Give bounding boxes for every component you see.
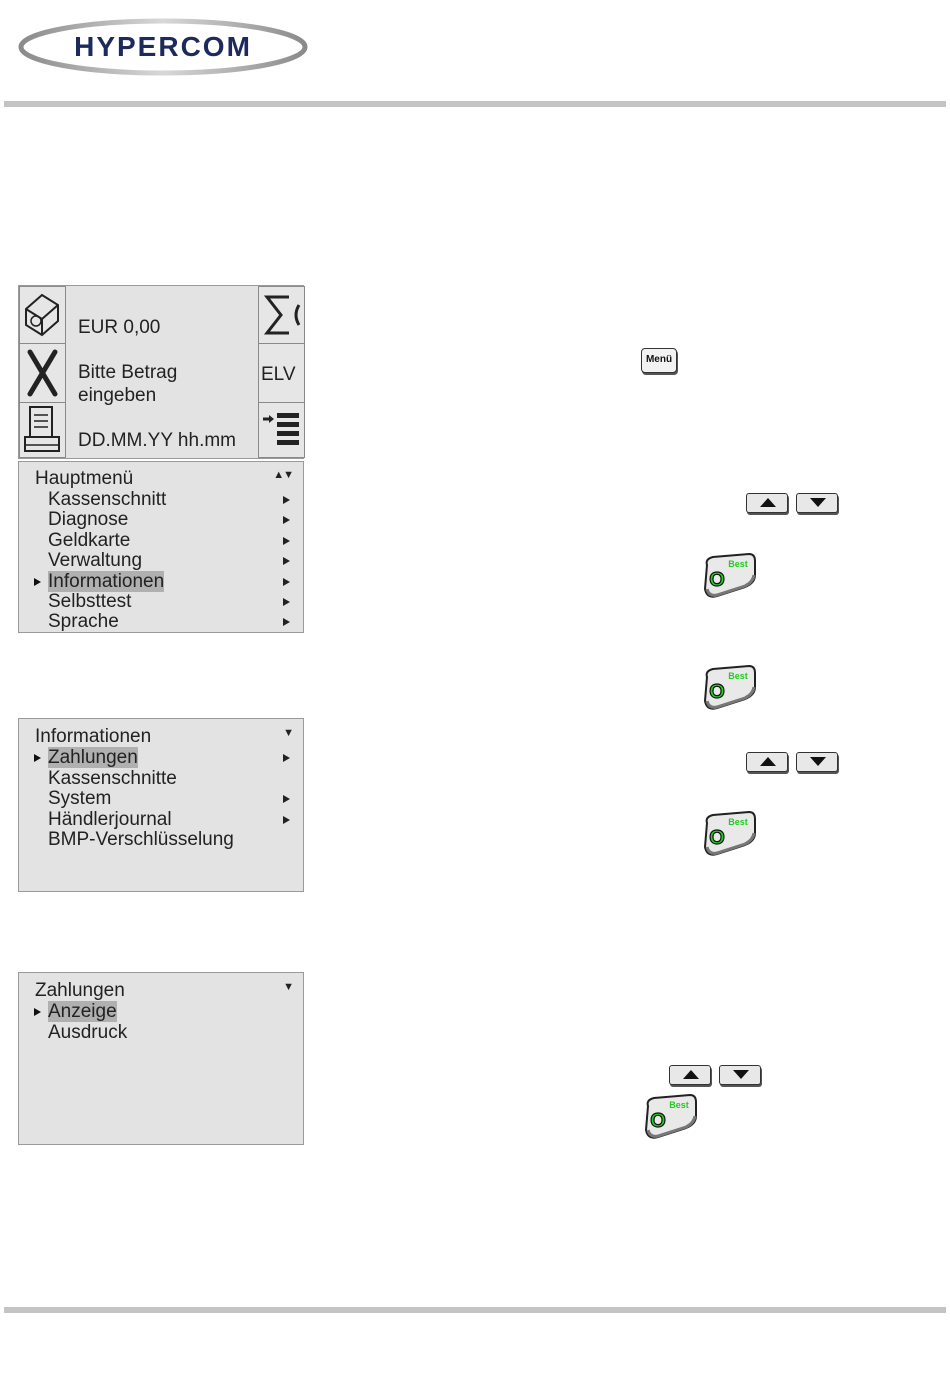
submenu-arrow-icon xyxy=(283,618,290,626)
menu-key-label: Menü xyxy=(646,354,672,365)
sum-icon[interactable] xyxy=(258,286,305,344)
menu-key[interactable]: Menü xyxy=(641,348,677,373)
scroll-up-down-icon: ▲▼ xyxy=(273,469,293,481)
best-key-label: Best xyxy=(728,817,748,827)
list-menu-icon[interactable] xyxy=(258,402,305,458)
best-key-label: Best xyxy=(728,671,748,681)
left-softkey-column xyxy=(19,286,66,458)
menu-item[interactable]: Geldkarte xyxy=(48,530,130,552)
datetime-display: DD.MM.YY hh.mm xyxy=(78,431,236,451)
bottom-rule xyxy=(4,1307,946,1313)
amount-display: EUR 0,00 xyxy=(78,318,160,338)
elv-softkey[interactable]: ELV xyxy=(258,343,305,403)
best-key-label: Best xyxy=(728,559,748,569)
menu-item[interactable]: Informationen xyxy=(48,571,164,593)
menu-item[interactable]: Ausdruck xyxy=(48,1022,127,1044)
informationen-title: Informationen xyxy=(35,726,151,748)
best-key-symbol: O xyxy=(709,827,725,849)
top-rule xyxy=(4,101,946,107)
right-softkey-column: ELV xyxy=(258,286,305,458)
hypercom-logo: HYPERCOM xyxy=(18,18,308,76)
hauptmenu-title: Hauptmenü xyxy=(35,468,133,490)
prompt-line-2: eingeben xyxy=(78,386,156,406)
up-arrow-key[interactable] xyxy=(669,1065,711,1085)
down-arrow-key[interactable] xyxy=(719,1065,761,1085)
selection-cursor-icon xyxy=(34,1008,41,1016)
logo-text: HYPERCOM xyxy=(74,31,252,62)
best-key-label: Best xyxy=(669,1100,689,1110)
receipt-printer-icon[interactable] xyxy=(19,402,66,458)
submenu-arrow-icon xyxy=(283,754,290,762)
elv-label: ELV xyxy=(261,365,296,385)
menu-item[interactable]: Händlerjournal xyxy=(48,809,172,831)
selection-cursor-icon xyxy=(34,578,41,586)
scroll-down-icon: ▼ xyxy=(283,981,293,993)
up-arrow-key[interactable] xyxy=(746,493,788,513)
cancel-x-icon[interactable] xyxy=(19,343,66,403)
menu-item[interactable]: Anzeige xyxy=(48,1001,117,1023)
prompt-line-1: Bitte Betrag xyxy=(78,363,177,383)
best-key-symbol: O xyxy=(709,681,725,703)
submenu-arrow-icon xyxy=(283,578,290,586)
menu-item[interactable]: Sprache xyxy=(48,611,119,633)
selection-cursor-icon xyxy=(34,754,41,762)
submenu-arrow-icon xyxy=(283,537,290,545)
menu-item[interactable]: Zahlungen xyxy=(48,747,138,769)
submenu-arrow-icon xyxy=(283,598,290,606)
menu-item[interactable]: System xyxy=(48,788,111,810)
best-key-symbol: O xyxy=(709,569,725,591)
submenu-arrow-icon xyxy=(283,557,290,565)
menu-item[interactable]: Kassenschnitte xyxy=(48,768,177,790)
up-arrow-key[interactable] xyxy=(746,752,788,772)
terminal-icon[interactable] xyxy=(19,286,66,344)
submenu-arrow-icon xyxy=(283,795,290,803)
menu-item[interactable]: Diagnose xyxy=(48,509,128,531)
scroll-down-icon: ▼ xyxy=(283,727,293,739)
menu-item[interactable]: Selbsttest xyxy=(48,591,131,613)
menu-item[interactable]: Verwaltung xyxy=(48,550,142,572)
menu-item[interactable]: BMP-Verschlüsselung xyxy=(48,829,234,851)
down-arrow-key[interactable] xyxy=(796,493,838,513)
submenu-arrow-icon xyxy=(283,816,290,824)
menu-item[interactable]: Kassenschnitt xyxy=(48,489,166,511)
down-arrow-key[interactable] xyxy=(796,752,838,772)
submenu-arrow-icon xyxy=(283,496,290,504)
idle-screen: EUR 0,00 Bitte Betrag eingeben DD.MM.YY … xyxy=(18,285,304,459)
zahlungen-title: Zahlungen xyxy=(35,980,125,1002)
submenu-arrow-icon xyxy=(283,516,290,524)
best-key-symbol: O xyxy=(650,1110,666,1132)
